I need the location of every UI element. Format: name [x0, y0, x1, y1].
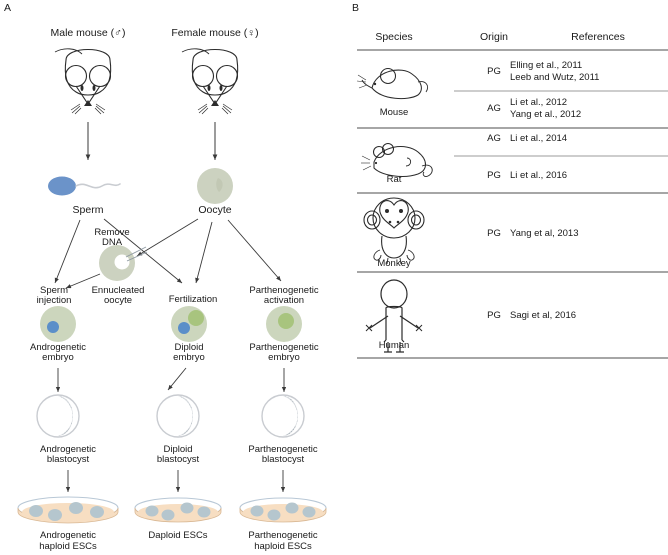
male-mouse-label: Male mouse (♂)	[51, 27, 126, 39]
remove-dna-label-line2: DNA	[102, 237, 123, 248]
oocyte-icon	[197, 168, 233, 204]
arrow-sperm-to-fertilization	[103, 218, 183, 284]
arrow-oocyte-to-enucleated	[136, 218, 199, 257]
arrow-sperm-to-injection	[54, 219, 81, 284]
parthenogenetic-embryo-label-line2: embryo	[268, 352, 300, 363]
fertilization-label: Fertilization	[169, 294, 218, 305]
table-reference-rat-pg: Li et al., 2016	[510, 170, 567, 181]
parthenogenetic-escs-label-line2: haploid ESCs	[254, 541, 312, 552]
table-species-mouse: Mouse	[380, 107, 409, 118]
table-reference-mouse-pg-2: Leeb and Wutz, 2011	[510, 72, 599, 83]
enucleated-oocyte-icon	[99, 245, 148, 281]
table-origin-human-pg: PG	[487, 310, 501, 321]
table-species-human: Human	[379, 340, 410, 351]
panel-a-diagram: A Male mouse (♂) Female mouse (♀)	[4, 2, 327, 552]
table-origin-mouse-ag: AG	[487, 103, 501, 114]
androgenetic-escs-label-line1: Androgenetic	[40, 530, 96, 541]
panel-b-letter: B	[352, 2, 359, 14]
diploid-embryo-label-line1: Diploid	[174, 342, 203, 353]
table-rules	[357, 49, 668, 359]
parthenogenetic-blastocyst-label-line2: blastocyst	[262, 454, 305, 465]
androgenetic-escs-label-line2: haploid ESCs	[39, 541, 97, 552]
table-reference-monkey-pg: Yang et al, 2013	[510, 228, 579, 239]
parthenogenetic-embryo-icon	[266, 306, 302, 342]
androgenetic-blastocyst-label-line1: Androgenetic	[40, 444, 96, 455]
diploid-embryo-icon	[171, 306, 207, 342]
diploid-blastocyst-label-line1: Diploid	[163, 444, 192, 455]
sperm-injection-label-line2: injection	[37, 295, 72, 306]
androgenetic-embryo-label-line1: Androgenetic	[30, 342, 86, 353]
panel-b-table: B Species Origin References Mouse	[352, 2, 668, 359]
arrow-enucleated-to-injection	[65, 273, 101, 289]
table-reference-rat-ag: Li et al., 2014	[510, 133, 567, 144]
sperm-injection-label-line1: Sperm	[40, 285, 68, 296]
female-mouse-icon	[181, 48, 239, 115]
table-origin-monkey-pg: PG	[487, 228, 501, 239]
activation-label-line2: activation	[264, 295, 304, 306]
table-reference-mouse-ag-2: Yang et al., 2012	[510, 109, 581, 120]
sperm-icon	[48, 176, 121, 196]
enucleated-oocyte-label-line2: oocyte	[104, 295, 132, 306]
mouse-icon	[356, 67, 429, 100]
connector-lines	[54, 218, 282, 289]
androgenetic-embryo-icon	[40, 306, 76, 342]
table-species-monkey: Monkey	[377, 258, 411, 269]
parthenogenetic-escs-dish-icon	[239, 497, 327, 523]
androgenetic-blastocyst-label-line2: blastocyst	[47, 454, 90, 465]
female-mouse-label: Female mouse (♀)	[171, 27, 258, 39]
androgenetic-escs-dish-icon	[17, 496, 119, 524]
table-header-species: Species	[375, 31, 412, 43]
androgenetic-embryo-label-line2: embryo	[42, 352, 74, 363]
table-reference-mouse-pg-1: Elling et al., 2011	[510, 60, 582, 71]
rat-icon	[361, 142, 433, 177]
diploid-escs-label: Daploid ESCs	[148, 530, 207, 541]
monkey-icon	[363, 197, 425, 265]
activation-label-line1: Parthenogenetic	[249, 285, 318, 296]
diploid-blastocyst-label-line2: blastocyst	[157, 454, 200, 465]
arrow-oocyte-to-fertilization	[195, 221, 213, 284]
human-icon	[365, 279, 423, 353]
androgenetic-blastocyst-icon	[36, 394, 80, 438]
oocyte-label: Oocyte	[198, 204, 231, 216]
parthenogenetic-blastocyst-icon	[261, 394, 305, 438]
table-reference-human-pg: Sagi et al, 2016	[510, 310, 576, 321]
remove-dna-label-line1: Remove	[94, 227, 129, 238]
table-origin-mouse-pg: PG	[487, 66, 501, 77]
diploid-embryo-label-line2: embryo	[173, 352, 205, 363]
table-species-rat: Rat	[387, 174, 402, 185]
parthenogenetic-blastocyst-label-line1: Parthenogenetic	[248, 444, 317, 455]
table-header-origin: Origin	[480, 31, 508, 43]
parthenogenetic-escs-label-line1: Parthenogenetic	[248, 530, 317, 541]
diploid-escs-dish-icon	[134, 497, 222, 523]
arrow-diploid-embryo-to-blastocyst	[167, 367, 187, 391]
table-header-references: References	[571, 31, 625, 43]
table-origin-rat-ag: AG	[487, 133, 501, 144]
male-mouse-icon	[54, 48, 112, 115]
table-reference-mouse-ag-1: Li et al., 2012	[510, 97, 567, 108]
arrow-oocyte-to-activation	[227, 219, 282, 282]
panel-a-letter: A	[4, 2, 11, 14]
sperm-label: Sperm	[73, 204, 104, 216]
diploid-blastocyst-icon	[156, 394, 200, 438]
parthenogenetic-embryo-label-line1: Parthenogenetic	[249, 342, 318, 353]
enucleated-oocyte-label-line1: Ennucleated	[92, 285, 145, 296]
table-origin-rat-pg: PG	[487, 170, 501, 181]
